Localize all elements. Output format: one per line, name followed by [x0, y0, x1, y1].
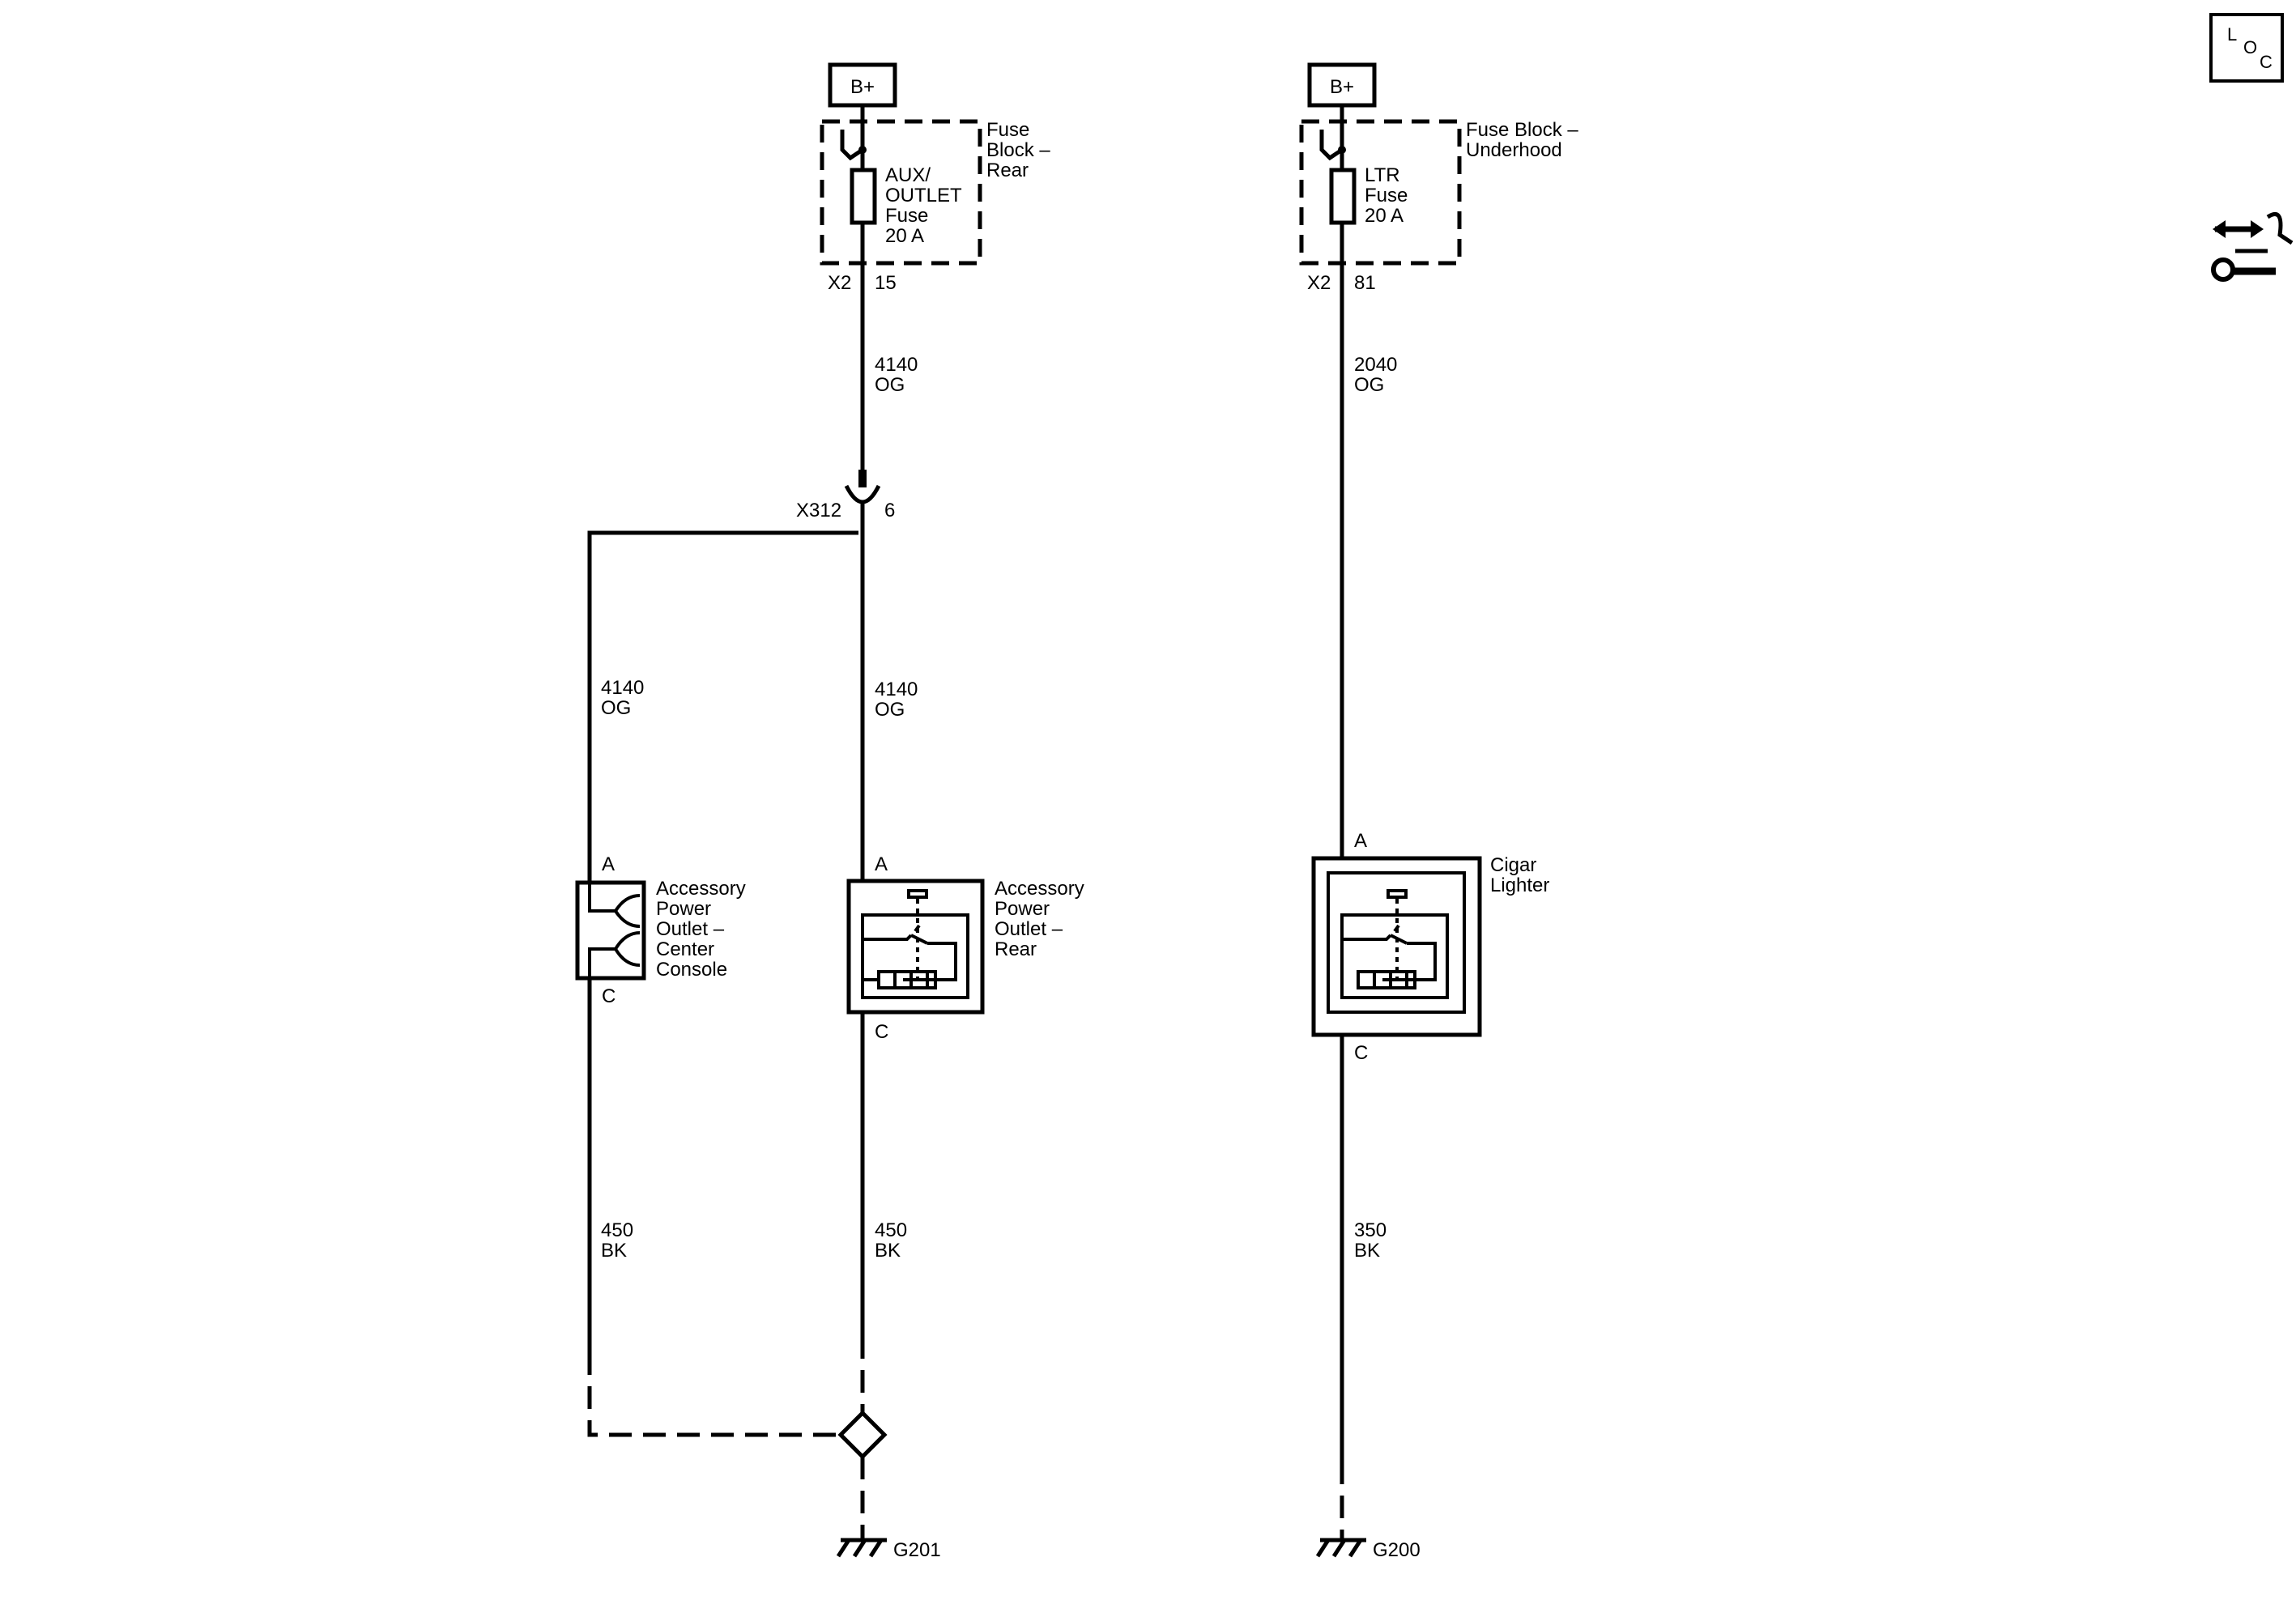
fuse-pin-left: 15 — [875, 272, 897, 294]
aux-outlet-fuse — [850, 168, 877, 225]
rear-outlet-pin-a: A — [875, 853, 888, 875]
outlet-rear: A C Accessory Power Outlet – Rear — [846, 853, 1089, 1043]
lighter-label: Cigar Lighter — [1490, 854, 1549, 896]
center-outlet-pin-c: C — [602, 985, 616, 1007]
wire-2040-label: 2040 OG — [1354, 354, 1403, 396]
circuit-left: B+ Fuse Block – Rear AUX/ OUTLET Fuse 20… — [575, 62, 1089, 1561]
fuse-block-underhood-label: Fuse Block – Underhood — [1466, 119, 1583, 161]
svg-text:C: C — [2260, 52, 2273, 72]
ground-g200-label: G200 — [1373, 1539, 1421, 1561]
ground-g201-label: G201 — [893, 1539, 941, 1561]
bplus-box-right — [1307, 62, 1377, 108]
connector-repair-icon[interactable] — [2211, 212, 2294, 282]
bplus-label-left: B+ — [850, 76, 875, 98]
outlet-center-console: A C Accessory Power Outlet – Center Cons… — [575, 853, 751, 1007]
x312-pin-label: 6 — [884, 500, 895, 521]
fuse-connector-left: X2 — [828, 272, 851, 294]
aux-outlet-fuse-label: AUX/ OUTLET Fuse 20 A — [885, 164, 967, 247]
fuse-block-rear-label: Fuse Block – Rear — [986, 119, 1055, 181]
wire-4140-top-label: 4140 OG — [875, 354, 923, 396]
loc-icon[interactable]: L O C — [2209, 13, 2284, 83]
circuit-right: B+ Fuse Block – Underhood LTR Fuse 20 A … — [1299, 62, 1583, 1561]
ground-g201-icon — [836, 1538, 887, 1558]
wire-4140-branch — [587, 530, 858, 883]
svg-text:O: O — [2243, 37, 2257, 57]
splice-diamond — [837, 1410, 888, 1460]
cigar-lighter: A C Cigar Lighter — [1311, 830, 1549, 1064]
center-outlet-label: Accessory Power Outlet – Center Console — [656, 878, 751, 981]
fuse-block-underhood — [1299, 119, 1462, 266]
x312-label: X312 — [796, 500, 841, 521]
bplus-label-right: B+ — [1330, 76, 1354, 98]
wire-350-label: 350 BK — [1354, 1219, 1392, 1262]
wire-4140-branch-label: 4140 OG — [601, 677, 650, 719]
wire-450-left-label: 450 BK — [601, 1219, 639, 1262]
rear-outlet-label: Accessory Power Outlet – Rear — [995, 878, 1089, 960]
center-outlet-pin-a: A — [602, 853, 615, 875]
x312-connector — [844, 484, 881, 504]
wire-450-right-label: 450 BK — [875, 1219, 913, 1262]
x312-pin — [858, 470, 867, 487]
svg-text:L: L — [2227, 24, 2237, 45]
ground-path-dashed-left — [587, 1352, 842, 1437]
fuse-pin-right: 81 — [1354, 272, 1376, 294]
ltr-fuse — [1329, 168, 1357, 225]
lighter-pin-c: C — [1354, 1042, 1368, 1064]
ground-g200-icon — [1315, 1538, 1366, 1558]
fuse-connector-right: X2 — [1307, 272, 1331, 294]
ltr-fuse-label: LTR Fuse 20 A — [1365, 164, 1413, 227]
fuse-block-rear — [820, 119, 982, 266]
rear-outlet-pin-c: C — [875, 1021, 888, 1043]
wire-4140-main-label: 4140 OG — [875, 679, 923, 721]
lighter-pin-a: A — [1354, 830, 1367, 852]
